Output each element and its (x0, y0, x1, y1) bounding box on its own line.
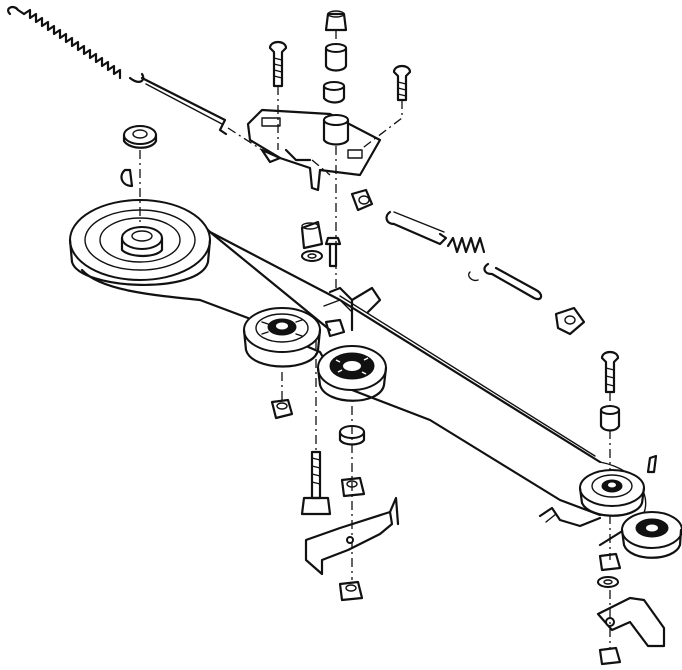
hex-nut (270, 398, 294, 420)
spacer (324, 43, 348, 72)
flat-washer (301, 250, 323, 262)
idler-pulley (242, 307, 322, 368)
flat-idler-pulley (316, 345, 388, 402)
pulley-bracket (596, 596, 666, 648)
belt-guide (538, 506, 602, 528)
link-rod (385, 210, 448, 246)
carriage-bolt (392, 64, 412, 102)
lock-nut (324, 318, 346, 338)
woodruff-key (120, 168, 134, 188)
hex-bolt (324, 236, 342, 268)
cotter-pin (646, 454, 658, 474)
hex-nut (340, 476, 366, 498)
idler-bracket (246, 108, 382, 192)
lock-nut (554, 306, 586, 336)
hex-nut (598, 646, 622, 666)
idler-pulley (578, 469, 646, 517)
hex-bolt (300, 450, 332, 516)
drive-pulley (68, 199, 212, 286)
flat-washer (122, 125, 158, 149)
belt-guide (323, 286, 382, 332)
link-rod (468, 262, 543, 301)
flat-idler-pulley (620, 511, 682, 559)
flat-washer (597, 576, 619, 588)
flange-nut (324, 10, 348, 32)
spring-rod (140, 76, 228, 136)
flange-nut (350, 188, 374, 212)
hex-nut (598, 552, 622, 572)
spacer (322, 81, 346, 104)
extension-spring (7, 5, 145, 83)
spacer (599, 405, 621, 432)
hex-nut (338, 580, 364, 602)
compression-spring (446, 236, 486, 254)
carriage-bolt (600, 350, 620, 394)
flange-nut (300, 220, 324, 250)
belt-keeper (304, 496, 400, 576)
carriage-bolt (268, 40, 288, 88)
spacer (322, 114, 350, 146)
